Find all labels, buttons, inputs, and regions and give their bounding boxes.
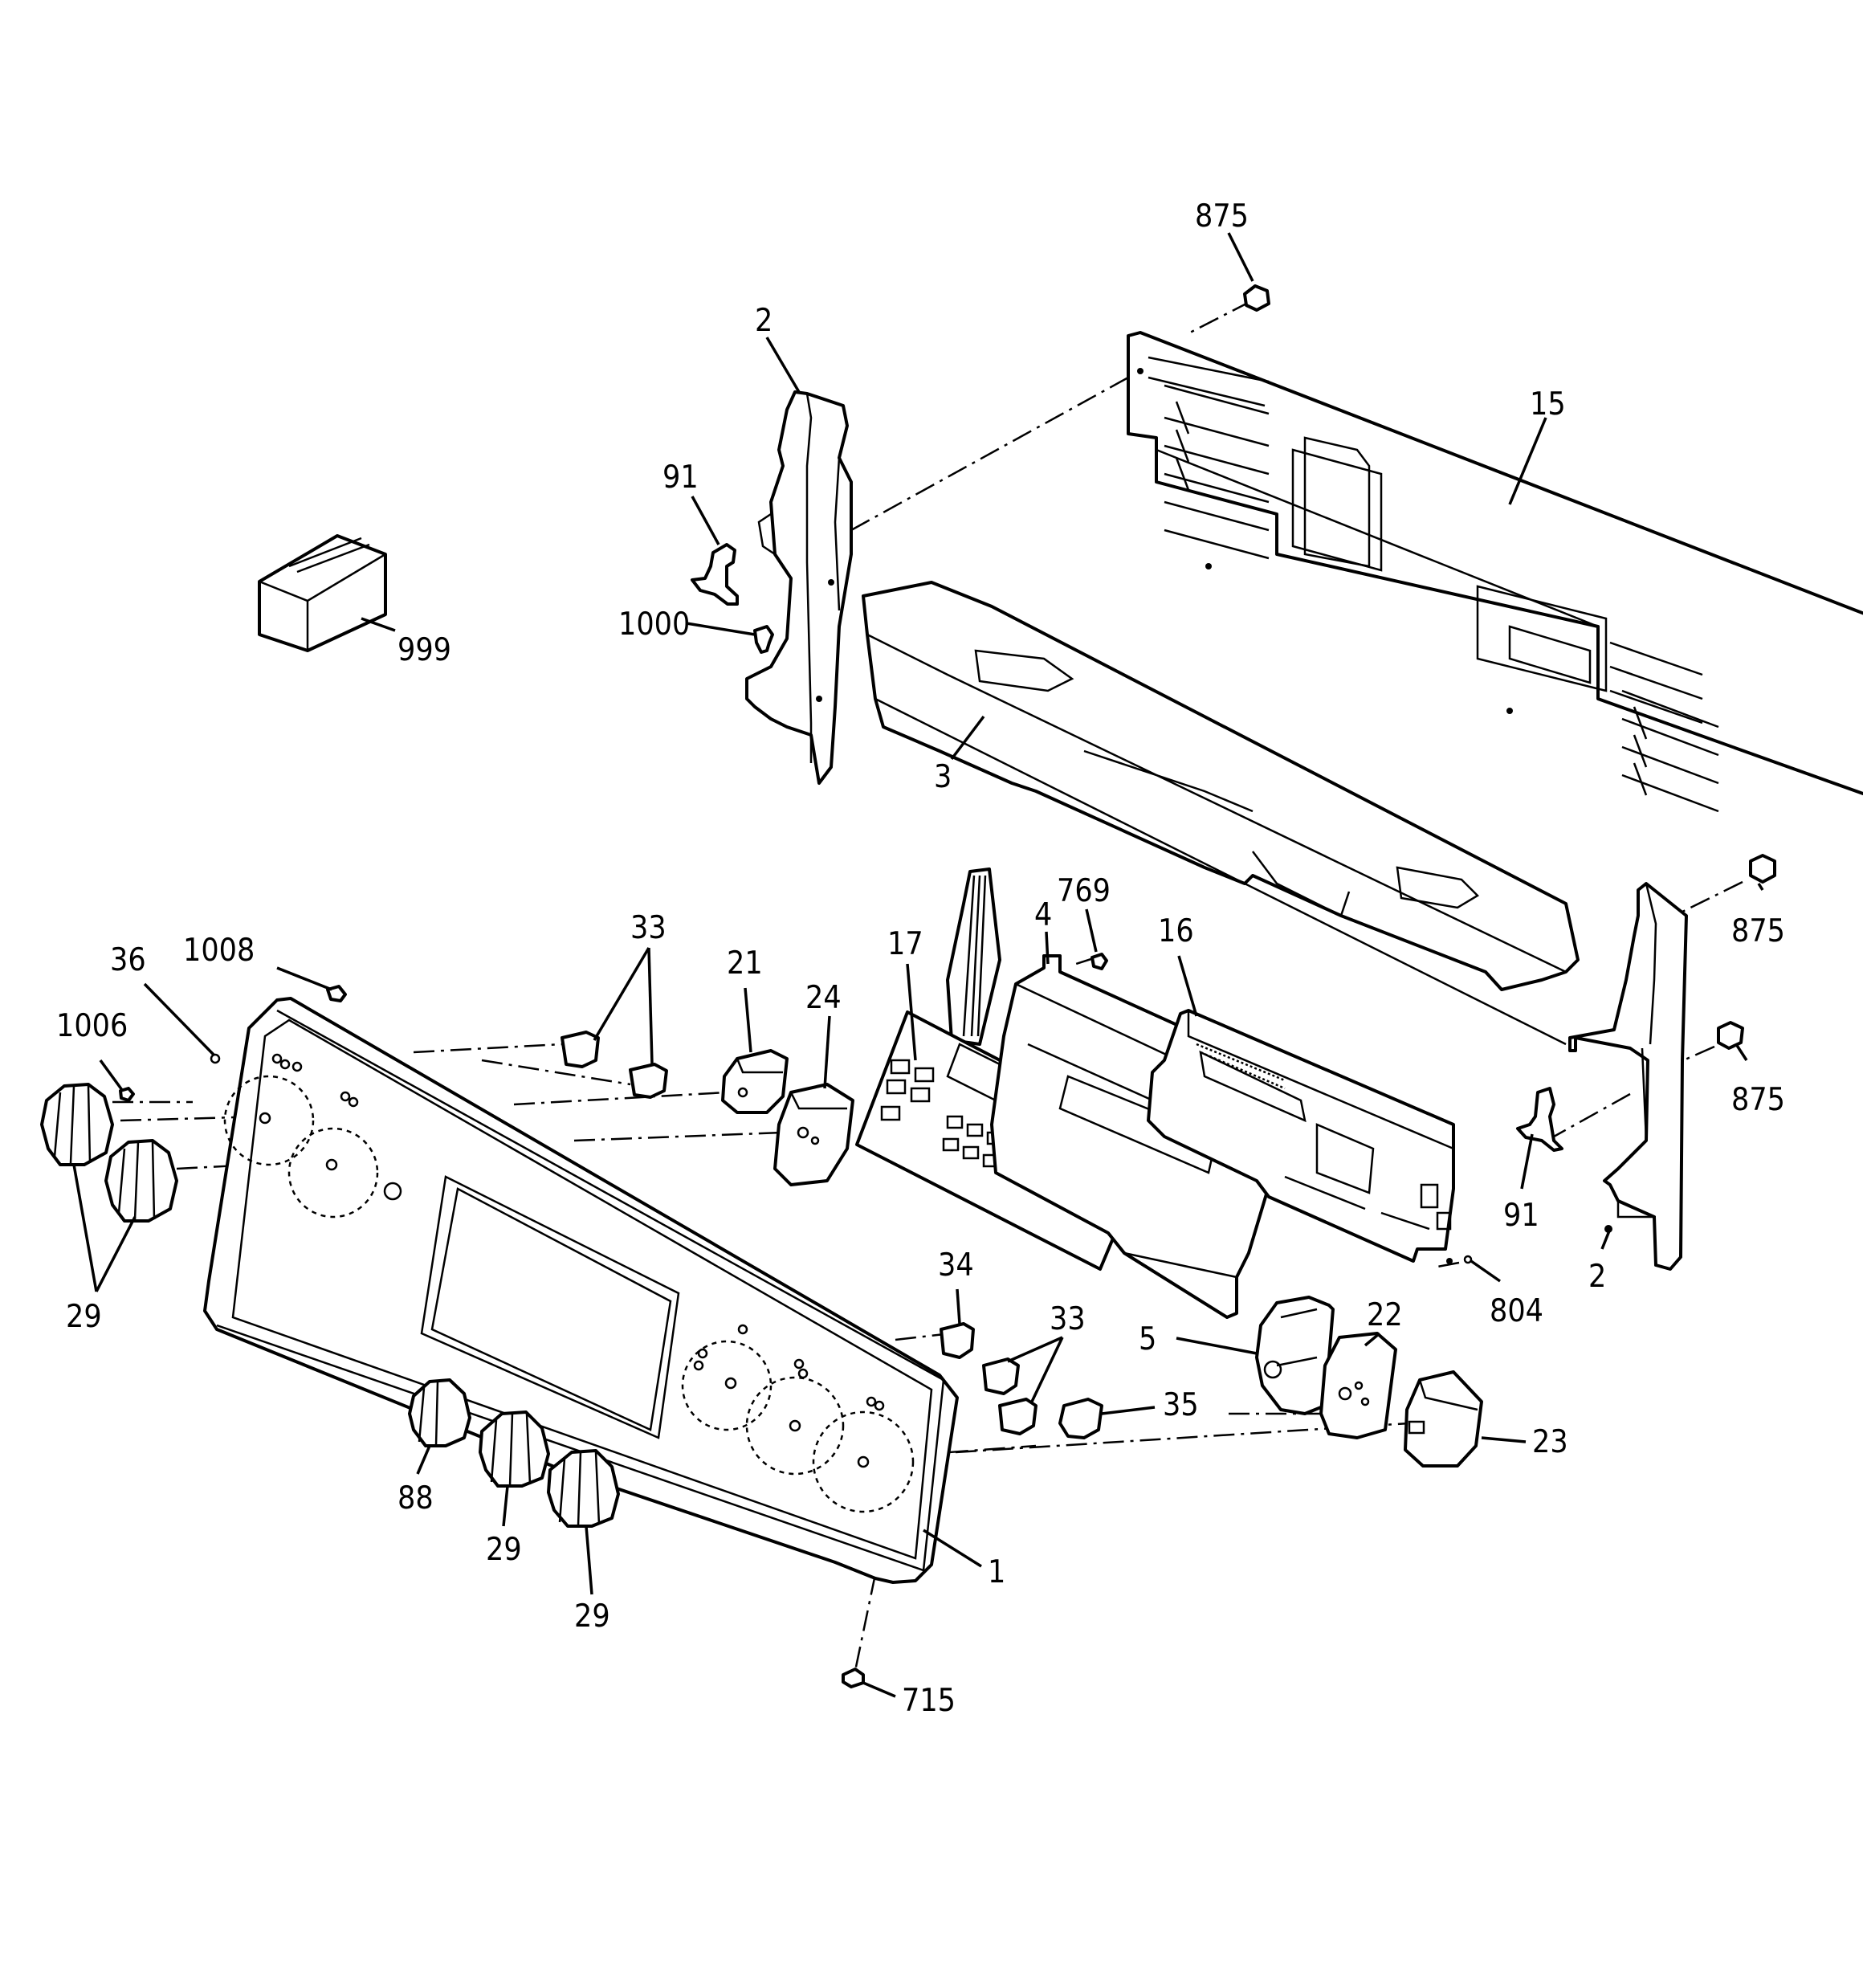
- label-29-bottom-1: 29: [486, 1532, 522, 1568]
- label-24: 24: [805, 980, 842, 1016]
- label-35: 35: [1163, 1387, 1199, 1423]
- part-23-switch: [1404, 1370, 1483, 1468]
- label-1000: 1000: [618, 606, 690, 643]
- part-15-rear-panel: [1127, 331, 1863, 813]
- label-875-right-upper: 875: [1731, 913, 1785, 949]
- label-29-left: 29: [66, 1299, 102, 1335]
- part-769-screw: [1090, 953, 1108, 970]
- part-33-switches-upper: [561, 1031, 668, 1099]
- label-36: 36: [110, 942, 146, 978]
- label-29-bottom-2: 29: [574, 1598, 610, 1635]
- part-22-switch: [1319, 1332, 1397, 1439]
- label-88: 88: [397, 1480, 434, 1517]
- part-33-switches-lower: [982, 1357, 1037, 1435]
- part-34-switch: [940, 1322, 975, 1359]
- label-875-top: 875: [1195, 198, 1249, 235]
- label-769: 769: [1057, 873, 1111, 909]
- part-29-knobs-bottom: [479, 1410, 620, 1528]
- label-33-upper: 33: [630, 910, 667, 946]
- label-22: 22: [1367, 1297, 1403, 1333]
- part-804-screw: [1463, 1255, 1473, 1264]
- label-91-left: 91: [662, 459, 699, 496]
- label-16: 16: [1158, 913, 1194, 949]
- part-24-switch: [773, 1083, 854, 1186]
- part-35-switch: [1058, 1398, 1103, 1439]
- label-34: 34: [938, 1247, 974, 1284]
- label-875-right-lower: 875: [1731, 1082, 1785, 1118]
- label-999: 999: [397, 632, 451, 668]
- label-804: 804: [1490, 1293, 1543, 1329]
- label-1008: 1008: [183, 933, 255, 969]
- label-17: 17: [887, 926, 923, 962]
- part-91-left-clip: [691, 543, 739, 606]
- part-21-switch: [721, 1049, 789, 1114]
- part-875-screw-top: [1243, 284, 1270, 312]
- part-2-right-bracket: [1568, 882, 1688, 1271]
- label-1006: 1006: [56, 1008, 128, 1044]
- label-715: 715: [902, 1683, 956, 1719]
- part-88-knob: [408, 1378, 471, 1447]
- label-23: 23: [1532, 1424, 1568, 1460]
- part-999-box: [258, 534, 387, 652]
- label-4: 4: [1034, 897, 1052, 933]
- label-15: 15: [1530, 386, 1566, 423]
- part-1000-screw: [753, 625, 774, 654]
- part-16-control-board: [1147, 1009, 1455, 1264]
- part-91-right-clip: [1516, 1087, 1563, 1152]
- label-2-right: 2: [1588, 1259, 1606, 1295]
- part-2-left-bracket: [745, 390, 853, 785]
- leader-lines: [72, 232, 1764, 1698]
- label-91-right: 91: [1503, 1198, 1539, 1234]
- label-3: 3: [934, 759, 952, 795]
- label-21: 21: [727, 945, 763, 982]
- part-875-screws-right: [1717, 854, 1776, 1050]
- label-2-left: 2: [755, 303, 773, 339]
- label-1: 1: [988, 1554, 1005, 1590]
- part-3-trim: [862, 581, 1580, 1046]
- part-5-switch: [1255, 1296, 1335, 1415]
- label-33-lower: 33: [1050, 1301, 1086, 1337]
- label-5: 5: [1139, 1321, 1156, 1357]
- callout-labels: 875 15 2 91 1000 999 3 875 875 91 2 17 4…: [56, 198, 1785, 1719]
- part-29-knobs-left: [40, 1083, 178, 1223]
- part-1-control-panel: [203, 997, 959, 1584]
